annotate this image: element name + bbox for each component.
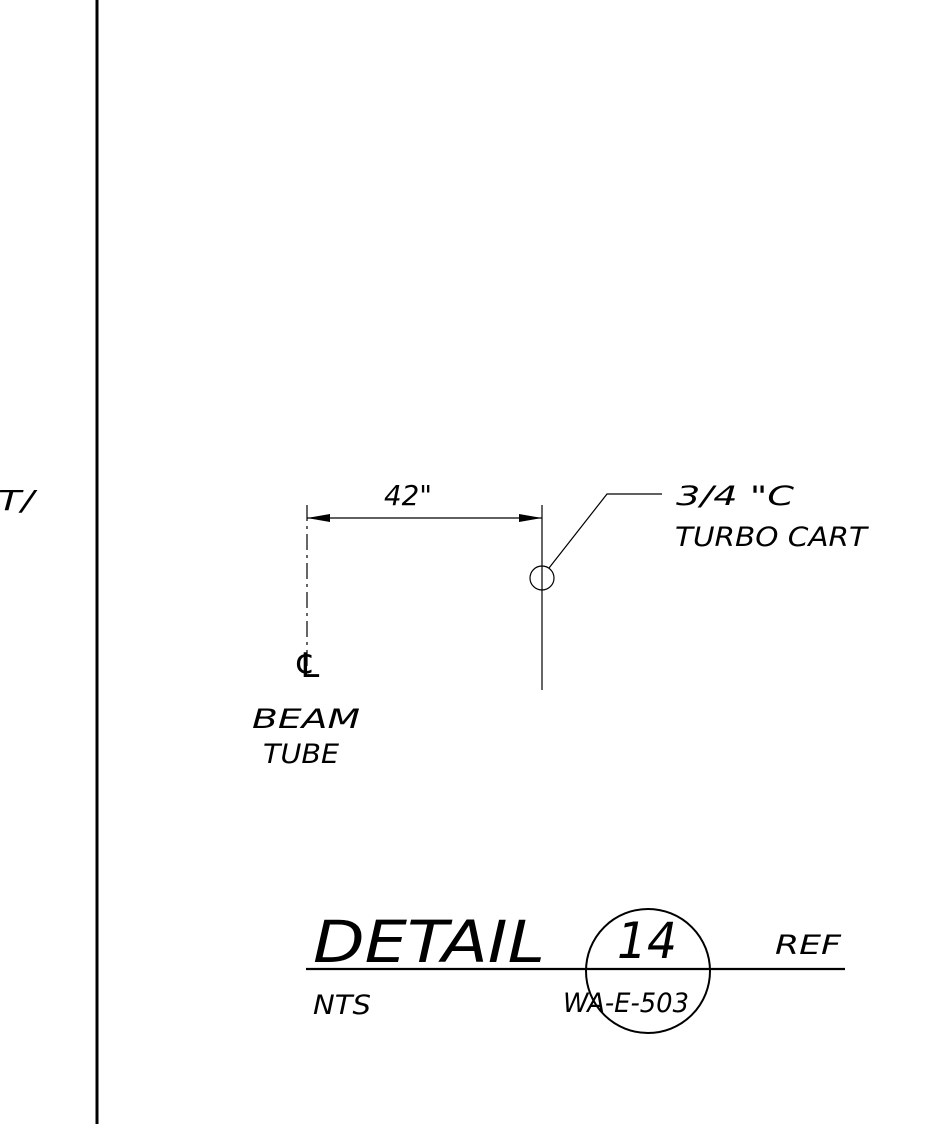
conduit-leader-line xyxy=(548,493,662,569)
conduit-description-label: TURBO CART xyxy=(675,522,870,553)
ref-label: REF xyxy=(775,930,842,961)
centerline-symbol: ℄ xyxy=(293,646,323,686)
beam-tube-label-line1: BEAM xyxy=(252,704,360,735)
partial-left-text: T/ xyxy=(0,484,37,517)
conduit-size-label: 3/4 "C xyxy=(676,481,794,512)
detail-number: 14 xyxy=(617,912,677,970)
detail-title: DETAIL xyxy=(313,908,545,976)
sheet-reference: WA-E-503 xyxy=(563,988,689,1019)
dimension-label: 42" xyxy=(384,479,432,512)
dimension-arrow-left xyxy=(307,514,330,522)
dimension-arrow-right xyxy=(519,514,542,522)
scale-label: NTS xyxy=(313,990,371,1021)
conduit-circle xyxy=(529,565,555,591)
detail-number-bubble xyxy=(585,908,711,1034)
beam-tube-label-line2: TUBE xyxy=(263,739,339,770)
